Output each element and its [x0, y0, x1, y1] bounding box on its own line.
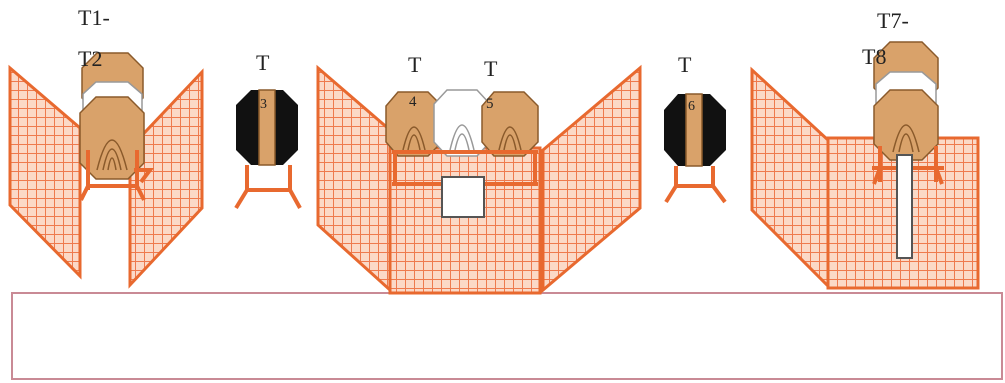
stand-t6 [664, 166, 727, 204]
target-t5 [481, 91, 539, 157]
fence-panel-left-3 [750, 66, 830, 290]
stand-t3 [234, 165, 302, 210]
fence-panel-right-1 [128, 68, 204, 289]
mesh-block-2 [388, 146, 542, 295]
target-t4 [385, 91, 443, 157]
label-t7: T7- [877, 8, 909, 33]
label-t5: T [484, 56, 498, 81]
label-t6: T [678, 52, 692, 77]
target-t1 [79, 96, 145, 180]
fence-panel-left-1 [8, 64, 82, 280]
label-t3-number: 3 [260, 97, 267, 112]
fence-panel-left-2 [316, 64, 392, 294]
label-t2: T2 [78, 46, 102, 71]
window-opening-2 [441, 176, 485, 218]
label-t4-number: 4 [409, 94, 417, 110]
label-t5-number: 5 [486, 96, 494, 112]
label-t4: T [408, 52, 422, 77]
target-t6 [664, 93, 726, 167]
label-t8: T8 [862, 44, 886, 69]
slot-opening-3 [896, 154, 913, 259]
label-t1: T1- [78, 5, 110, 30]
target-t7 [873, 89, 939, 161]
fence-panel-right-2 [541, 64, 642, 294]
label-t3: T [256, 50, 270, 75]
target-t3 [236, 89, 298, 166]
ground-bar [11, 292, 1003, 380]
stand-t1 [79, 150, 154, 201]
label-t6-number: 6 [688, 99, 695, 114]
target-white-center [433, 89, 491, 157]
